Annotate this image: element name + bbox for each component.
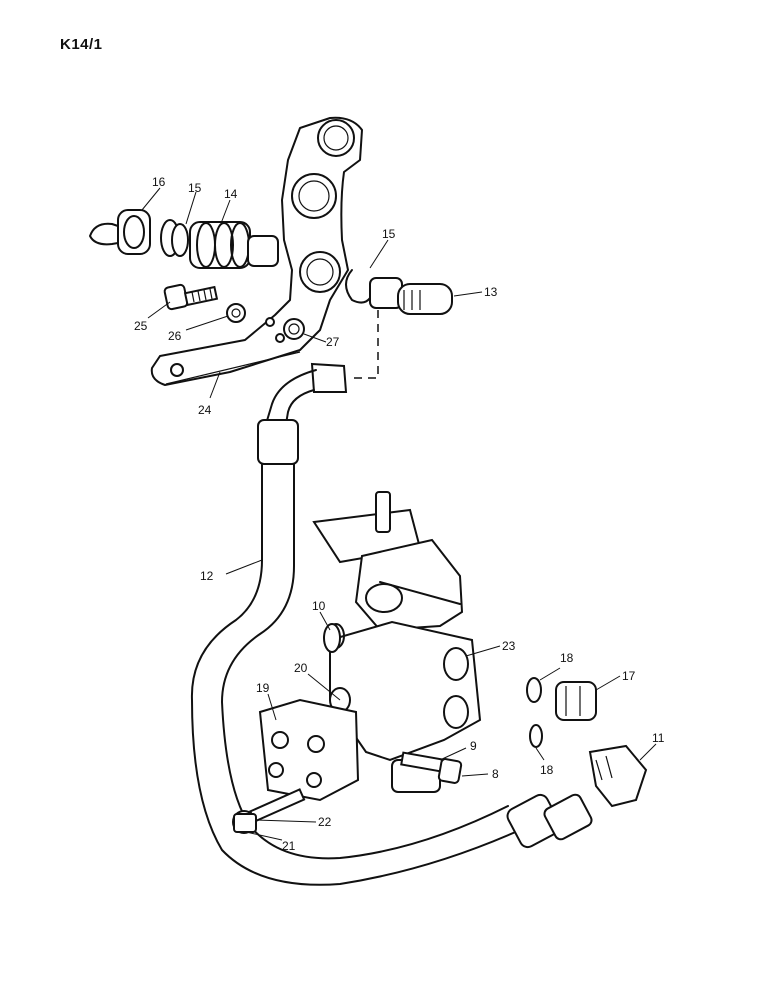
callout-numbers: 16 15 14 15 13 25 26 27 24 12 10 23 18 1… <box>134 175 665 853</box>
assembly-dashed-line <box>348 310 379 379</box>
callout-13: 13 <box>484 285 498 299</box>
bolt-and-washers <box>163 283 305 340</box>
callout-25: 25 <box>134 319 148 333</box>
callout-16: 16 <box>152 175 166 189</box>
callout-15-left: 15 <box>188 181 202 195</box>
callout-14: 14 <box>224 187 238 201</box>
callout-20: 20 <box>294 661 308 675</box>
callout-8: 8 <box>492 767 499 781</box>
callout-26: 26 <box>168 329 182 343</box>
callout-17: 17 <box>622 669 636 683</box>
callout-18-bottom: 18 <box>540 763 554 777</box>
callout-12: 12 <box>200 569 214 583</box>
callout-18-top: 18 <box>560 651 574 665</box>
callout-19: 19 <box>256 681 270 695</box>
callout-22: 22 <box>318 815 332 829</box>
callout-21: 21 <box>282 839 296 853</box>
hydraulic-hose <box>190 362 593 886</box>
callout-15-right: 15 <box>382 227 396 241</box>
leader-lines <box>141 187 657 841</box>
callout-24: 24 <box>198 403 212 417</box>
quick-coupler-left <box>89 209 279 269</box>
callout-23: 23 <box>502 639 516 653</box>
callout-27: 27 <box>326 335 340 349</box>
bolt-8 <box>400 751 463 784</box>
callout-9: 9 <box>470 739 477 753</box>
o-ring-10 <box>323 623 341 653</box>
page-code: K14/1 <box>60 36 103 53</box>
callout-10: 10 <box>312 599 326 613</box>
mounting-bracket <box>150 116 363 386</box>
bolt-22 <box>232 788 306 834</box>
manifold-block <box>258 698 360 802</box>
valve-assembly <box>312 491 482 793</box>
right-fitting <box>345 269 453 315</box>
callout-11: 11 <box>652 731 665 745</box>
plug-and-elbow <box>526 677 648 808</box>
